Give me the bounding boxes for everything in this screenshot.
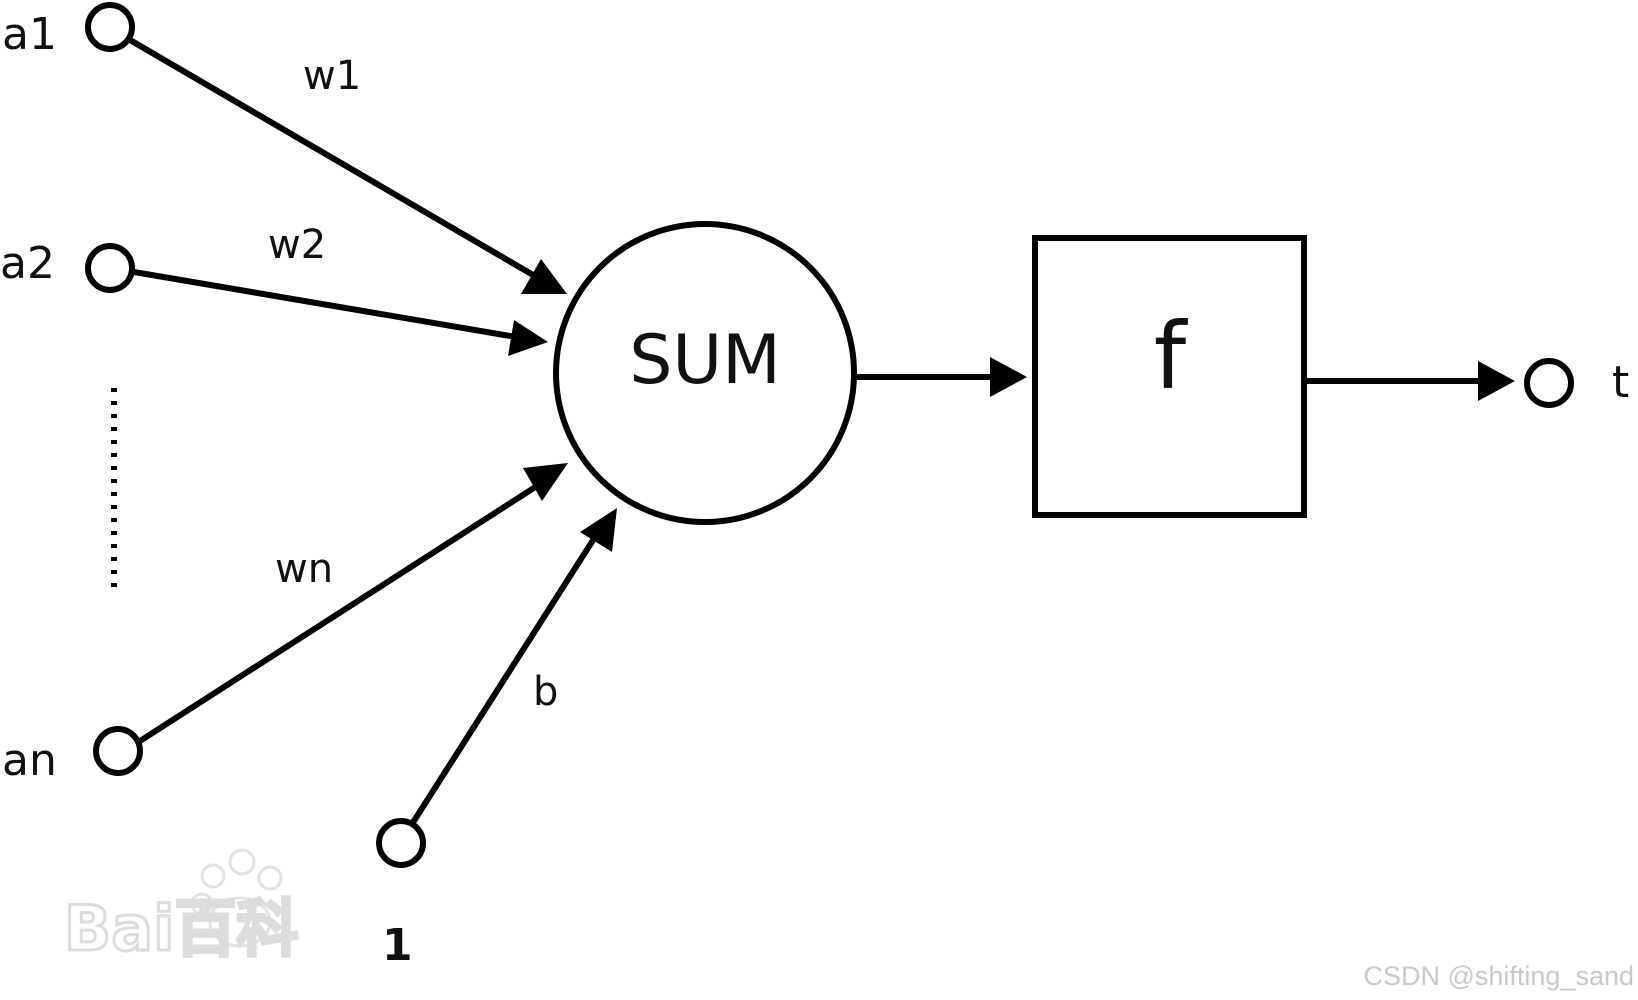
arrowhead-bias — [580, 508, 617, 552]
csdn-watermark: CSDN @shifting_sand — [1363, 961, 1634, 991]
activation-box — [1032, 235, 1307, 518]
edge-a1-sum — [127, 37, 543, 282]
input-node-a1 — [85, 2, 135, 52]
baidu-watermark — [190, 848, 283, 948]
arrowhead-a2 — [508, 320, 548, 356]
paw-icon — [190, 848, 283, 948]
output-label: t — [1612, 357, 1629, 408]
baidu-watermark-text: Bai百科 — [64, 892, 298, 965]
activation-label: f — [1154, 303, 1189, 410]
input-node-a2 — [85, 243, 135, 293]
input-node-an — [93, 726, 143, 776]
arrowhead-output — [1478, 361, 1515, 401]
input-label-a2: a2 — [0, 238, 55, 289]
weight-label-w1: w1 — [303, 53, 361, 99]
sum-label: SUM — [629, 321, 781, 400]
edge-an-sum — [137, 481, 543, 744]
arrowhead-a1 — [521, 259, 567, 294]
weight-label-wn: wn — [275, 546, 333, 592]
bias-input-label: 1 — [382, 920, 413, 971]
edge-a2-sum — [131, 269, 525, 341]
input-label-an: an — [2, 735, 57, 786]
output-node — [1524, 358, 1574, 408]
edge-bias-sum — [409, 534, 598, 827]
bias-input-node — [376, 818, 426, 868]
arrowhead-an — [523, 463, 568, 501]
input-label-a1: a1 — [2, 9, 57, 60]
weight-label-b: b — [533, 669, 558, 715]
weight-label-w2: w2 — [268, 222, 326, 268]
sum-node — [553, 221, 857, 525]
arrowhead-sum-f — [990, 357, 1027, 397]
